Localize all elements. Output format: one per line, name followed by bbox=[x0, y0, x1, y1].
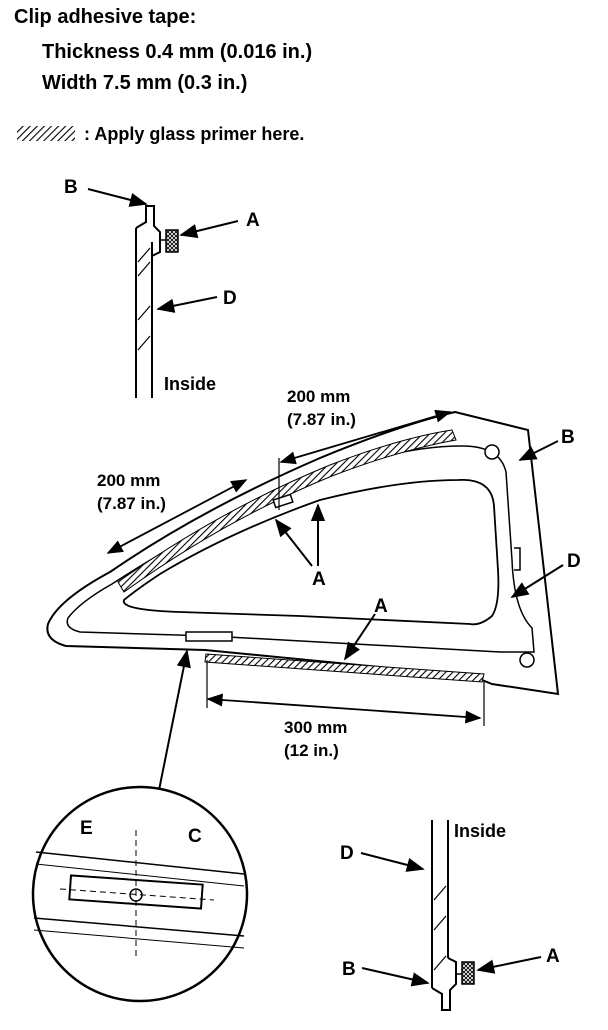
instruction-title: Clip adhesive tape: bbox=[14, 6, 197, 28]
label-a-bottom-edge: A bbox=[374, 596, 388, 617]
label-b-bottom: B bbox=[342, 959, 356, 980]
label-a-clips: A bbox=[312, 569, 326, 590]
label-d-top: D bbox=[223, 288, 237, 309]
label-inside-bottom: Inside bbox=[454, 821, 506, 841]
label-c: C bbox=[188, 826, 202, 847]
dim-bottom-in: (12 in.) bbox=[284, 741, 339, 760]
dimension-lines bbox=[106, 409, 485, 726]
tape-thickness-spec: Thickness 0.4 mm (0.016 in.) bbox=[42, 41, 313, 63]
dim-upper-left-mm: 200 mm bbox=[97, 471, 160, 490]
upper-cross-section bbox=[135, 205, 179, 398]
label-a-top: A bbox=[246, 210, 260, 231]
primer-legend-text: : Apply glass primer here. bbox=[84, 124, 305, 144]
dim-upper-left-in: (7.87 in.) bbox=[97, 494, 166, 513]
label-d-bottom: D bbox=[340, 843, 354, 864]
label-d-main: D bbox=[567, 551, 581, 572]
magnified-clip-detail bbox=[31, 785, 249, 1003]
dim-upper-right-in: (7.87 in.) bbox=[287, 410, 356, 429]
label-inside-top: Inside bbox=[164, 374, 216, 394]
dim-upper-right-mm: 200 mm bbox=[287, 387, 350, 406]
label-b-main: B bbox=[561, 427, 575, 448]
label-e: E bbox=[80, 818, 93, 839]
primer-legend-swatch bbox=[17, 122, 75, 145]
lower-cross-section bbox=[431, 820, 475, 1011]
label-a-bottom: A bbox=[546, 946, 560, 967]
label-b-top: B bbox=[64, 177, 78, 198]
tape-width-spec: Width 7.5 mm (0.3 in.) bbox=[42, 72, 248, 94]
dim-bottom-mm: 300 mm bbox=[284, 718, 347, 737]
